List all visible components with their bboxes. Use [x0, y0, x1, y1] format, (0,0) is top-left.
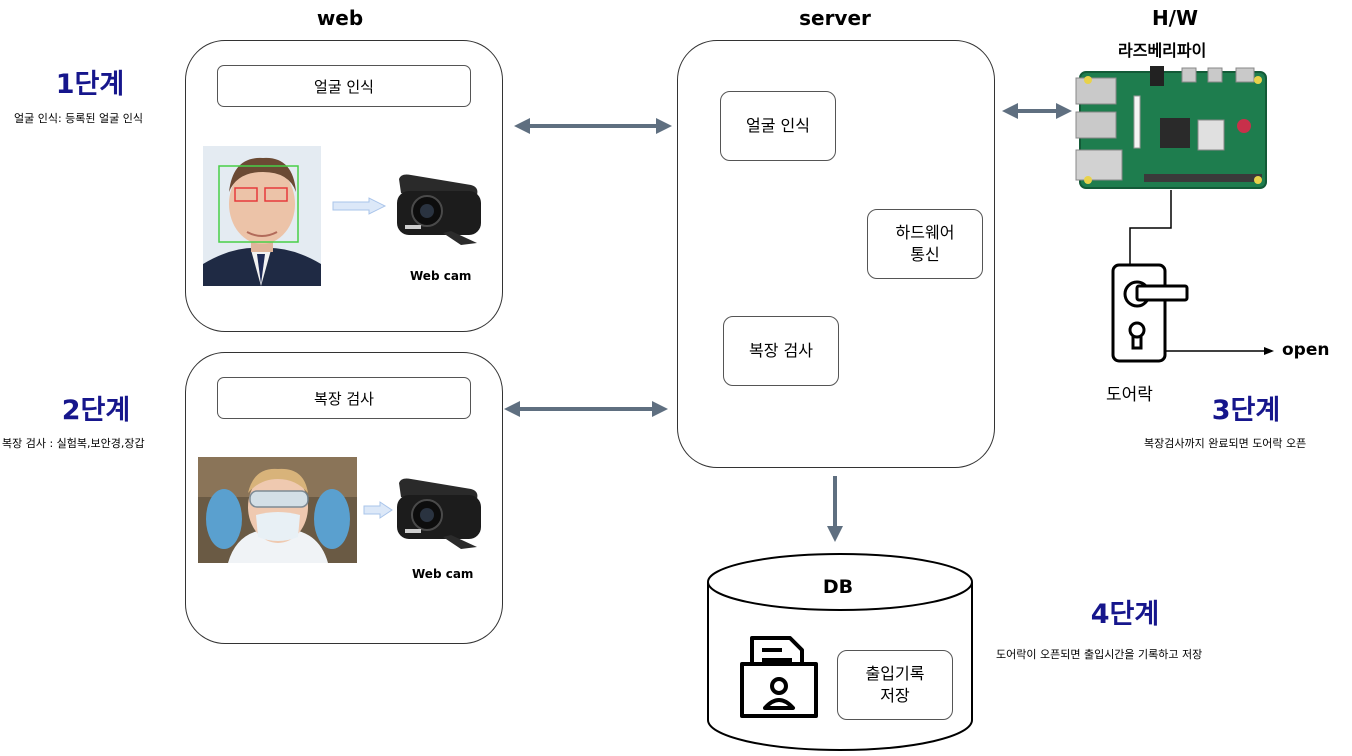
face-photo	[203, 146, 321, 286]
server-dress-box: 복장 검사	[723, 316, 839, 386]
lab-to-cam-arrow	[363, 501, 393, 519]
webcam-icon	[397, 174, 481, 245]
step-2-title: 2단계	[61, 395, 131, 426]
db-title: DB	[822, 576, 854, 598]
webcam-label: Web cam	[412, 567, 474, 581]
webcam-icon	[397, 478, 481, 549]
open-arrow-head	[1264, 347, 1274, 355]
step-3-title: 3단계	[1211, 395, 1281, 426]
doorlock-icon	[1111, 263, 1189, 363]
record-folder-icon	[740, 636, 818, 718]
web-dress-panel: 복장 검사 Web cam	[185, 352, 503, 644]
step-2-desc: 복장 검사 : 실험복,보안경,장갑	[2, 437, 145, 450]
webcam-label: Web cam	[410, 269, 472, 283]
db-record-box: 출입기록 저장	[837, 650, 953, 720]
doorlock-label: 도어락	[1106, 385, 1153, 405]
step-1-title: 1단계	[55, 69, 125, 100]
server-panel: 얼굴 인식 하드웨어 통신 복장 검사	[677, 40, 995, 468]
raspberry-pi-label: 라즈베리파이	[1118, 41, 1207, 60]
server-column-title: server	[799, 6, 871, 30]
lab-photo-illustration	[198, 457, 357, 563]
face-photo-illustration	[203, 146, 321, 286]
open-label: open	[1282, 340, 1330, 360]
step-4-desc: 도어락이 오픈되면 출입시간을 기록하고 저장	[996, 648, 1203, 661]
web-column-title: web	[316, 6, 364, 30]
server-hw-comm-box: 하드웨어 통신	[867, 209, 983, 279]
step-1-desc: 얼굴 인식: 등록된 얼굴 인식	[14, 112, 144, 125]
hw-column-title: H/W	[1151, 6, 1199, 30]
raspberry-pi-board-icon	[1075, 66, 1267, 189]
step-3-desc: 복장검사까지 완료되면 도어락 오픈	[1144, 437, 1307, 450]
web-face-panel: 얼굴 인식 Web cam	[185, 40, 503, 332]
server-face-box: 얼굴 인식	[720, 91, 836, 161]
pi-doorlock-wire	[1129, 190, 1172, 264]
web-face-recognition-box: 얼굴 인식	[217, 65, 471, 107]
lab-photo	[198, 457, 357, 563]
step-4-title: 4단계	[1090, 599, 1160, 630]
web-dress-check-box: 복장 검사	[217, 377, 471, 419]
face-to-cam-arrow	[332, 197, 387, 215]
